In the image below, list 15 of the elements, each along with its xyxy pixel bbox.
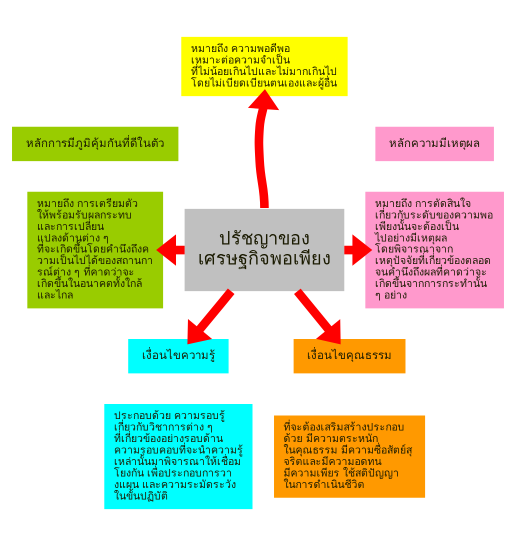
node-box: เงื่อนไขคุณธรรม	[294, 338, 406, 373]
node-box: เงื่อนไขความรู้	[128, 338, 229, 373]
node-box: หมายถึง ความพอดีพอเหมาะต่อความจำเป็น ที่ไม่น้อยเกินไปและไม่มากเกินไปโดยไม่เบียดเบียนตนเองและผู้อื่น	[181, 36, 348, 96]
node-box: ประกอบด้วย ความรอบรู้เกี่ยวกับวิชาการต่าง ๆ ที่เกี่ยวข้องอย่างรอบด้าน ความรอบคอบที่จะนำความรู้เหล่านั้นมาพิจารณาให้เชื่อมโยงกัน เพื่อประกอบการวางแผน และความระมัดระวังในขั้นปฏิบัติ	[104, 404, 252, 509]
node-box: หลักการมีภูมิคุ้มกันที่ดีในตัว	[12, 126, 178, 161]
arrow	[294, 288, 341, 344]
node-box: ปรัชญาของเศรษฐกิจพอเพียง	[184, 208, 344, 291]
arrow	[187, 288, 234, 344]
arrow	[344, 234, 372, 266]
node-box: ที่จะต้องเสริมสร้างประกอบด้วย มีความตระหนักในคุณธรรม มีความซื่อสัตย์สุจริตและมีความอดทน มีความเพียร ใช้สติปัญญาในการดำเนินชีวิต	[274, 414, 426, 498]
arrow	[156, 234, 185, 266]
node-box: หมายถึง การตัดสินใจเกี่ยวกับระดับของความพอเพียงนั้นจะต้องเป็นไปอย่างมีเหตุผลโดยพิจารณาจากเหตุปัจจัยที่เกี่ยวข้องตลอดจนคำนึงถึงผลที่คาดว่าจะเกิดขึ้นจากการกระทำนั้น ๆ อย่าง	[365, 191, 504, 308]
node-box: หมายถึง การเตรียมตัวให้พร้อมรับผลกระทบและการเปลี่ยนแปลงด้านต่าง ๆ ที่จะเกิดขึ้นโดยคำนึงถึงความเป็นไปได้ของสถานการณ์ต่าง ๆ ที่คาดว่าจะเกิดขึ้นในอนาคตทั้งใกล้และไกล	[27, 191, 164, 308]
node-box: หลักความมีเหตุผล	[375, 126, 494, 161]
arrow	[248, 88, 280, 208]
